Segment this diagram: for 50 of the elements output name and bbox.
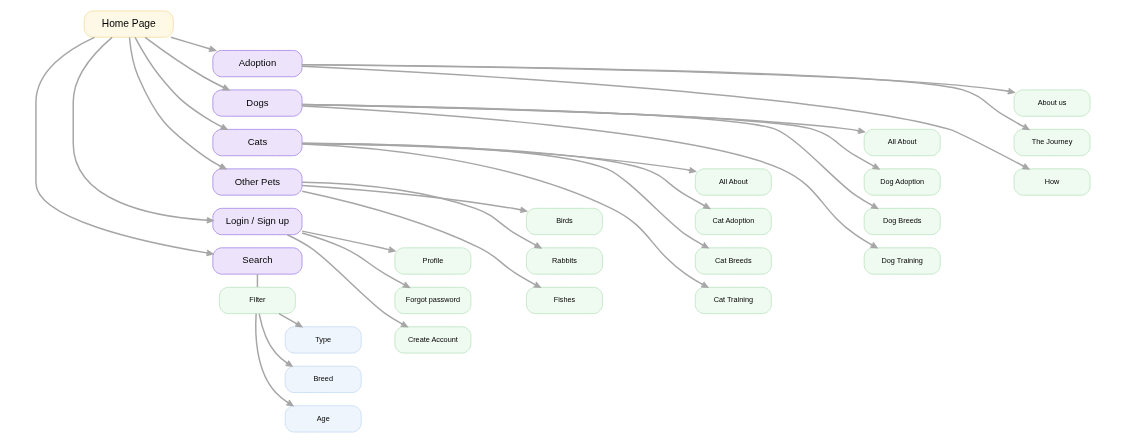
node-box: About us xyxy=(1013,89,1090,117)
arrow xyxy=(286,234,408,328)
arrow xyxy=(300,230,395,253)
node-box: All About xyxy=(694,168,772,196)
arrow xyxy=(301,143,708,288)
arrow xyxy=(133,36,227,130)
arrow xyxy=(300,142,710,210)
arrow xyxy=(301,190,541,288)
node-box: The Journey xyxy=(1013,128,1090,157)
node-box: How xyxy=(1013,168,1090,196)
arrow xyxy=(71,36,214,224)
node-box: Birds xyxy=(525,207,603,236)
node-box: Rabbits xyxy=(525,247,603,275)
node-box: Search xyxy=(211,247,302,275)
node-box: Cat Training xyxy=(694,286,772,315)
node-box: Type xyxy=(284,326,362,354)
arrow xyxy=(128,36,226,170)
arrow xyxy=(300,232,410,289)
node-box: Home Page xyxy=(83,10,174,38)
node-box: Fishes xyxy=(525,286,603,315)
arrow xyxy=(300,65,1029,170)
node-box: Forgot password xyxy=(393,286,471,315)
node-box: Other Pets xyxy=(211,168,302,196)
node-box: Dog Training xyxy=(863,247,941,275)
node-box: Dog Adoption xyxy=(863,168,941,196)
node-box: Age xyxy=(284,405,362,433)
arrow xyxy=(300,63,1029,131)
node-box: All About xyxy=(863,128,941,157)
arrow xyxy=(300,103,878,210)
arrow xyxy=(277,312,302,328)
node-box: Create Account xyxy=(393,326,471,354)
node-box: Breed xyxy=(284,365,362,393)
arrow xyxy=(300,184,527,214)
arrow xyxy=(300,181,541,249)
node-box: Adoption xyxy=(211,50,302,78)
arrow xyxy=(34,36,213,257)
node-box: Profile xyxy=(393,247,471,275)
node-box: Dogs xyxy=(211,89,302,117)
arrow xyxy=(143,36,229,91)
node-box: Cat Breeds xyxy=(694,247,772,275)
arrow xyxy=(258,313,293,367)
node-box: Dog Breeds xyxy=(863,207,941,236)
arrow xyxy=(300,142,709,249)
arrow xyxy=(300,105,878,249)
node-box: Cats xyxy=(211,128,302,157)
arrow xyxy=(169,36,216,52)
node-box: Cat Adoption xyxy=(694,207,772,236)
node-box: Login / Sign up xyxy=(211,207,302,236)
node-box: Filter xyxy=(218,286,296,315)
arrow xyxy=(254,312,293,407)
